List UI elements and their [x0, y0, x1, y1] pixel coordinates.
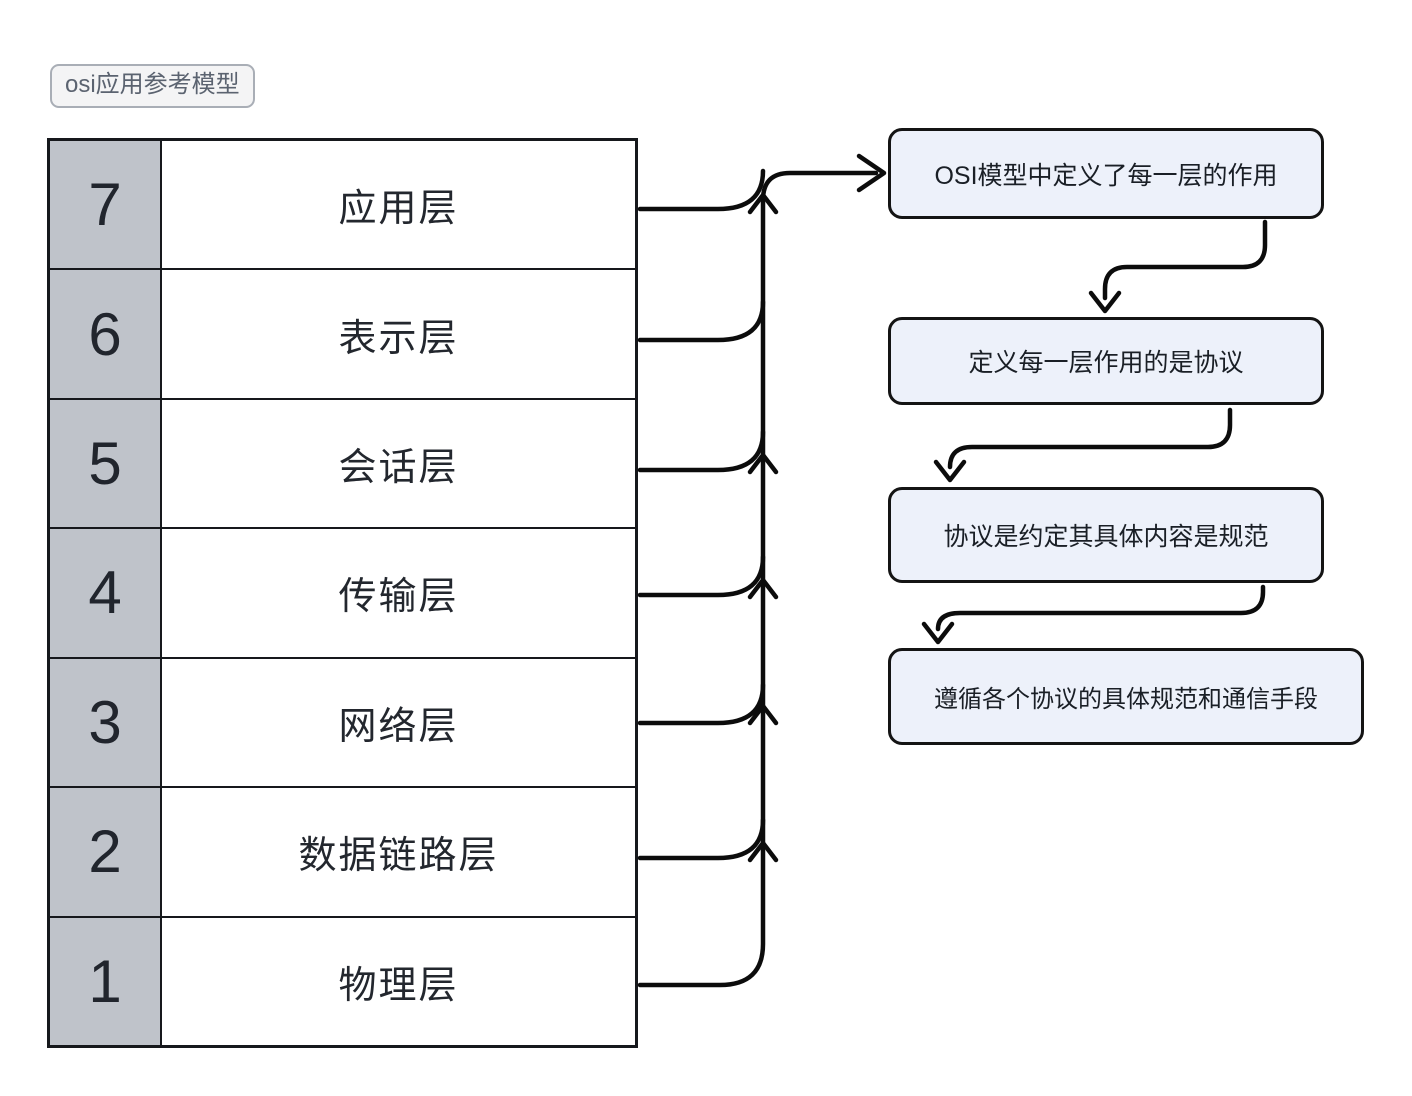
merge-stub-layer7: [637, 168, 766, 212]
layer-number: 7: [50, 141, 162, 269]
layer-number: 4: [50, 529, 162, 657]
layer-number: 2: [50, 788, 162, 916]
flow-box-layer-roles: OSI模型中定义了每一层的作用: [888, 128, 1324, 219]
layer-number: 6: [50, 270, 162, 398]
layer-name: 传输层: [338, 576, 459, 619]
merge-stub-layer5: [637, 429, 766, 473]
layer-name: 物理层: [338, 964, 459, 1007]
arrowhead-up-icon: [747, 703, 779, 726]
layer-number: 5: [50, 399, 162, 528]
arrowhead-up-icon: [747, 577, 779, 600]
table-row-layer5: 5 会话层: [50, 397, 635, 528]
trunk-arrow-line: [637, 170, 879, 988]
layer-name: 数据链路层: [298, 835, 499, 878]
table-row-layer2: 2 数据链路层: [50, 786, 635, 916]
arrowhead-up-icon: [747, 192, 779, 215]
layer-number: 1: [50, 917, 162, 1045]
layer-name: 表示层: [338, 317, 459, 360]
table-row-layer3: 3 网络层: [50, 656, 635, 787]
arrowhead-down-icon: [921, 621, 955, 645]
table-row-layer4: 4 传输层: [50, 527, 635, 657]
connector-box2-box3: [947, 407, 1233, 470]
osi-layer-table: 7 应用层 6 表示层 5 会话层 4 传输层 3 网络层 2 数据链路层 1 …: [47, 138, 638, 1048]
merge-stub-layer3: [637, 682, 766, 726]
layer-name: 应用层: [338, 188, 459, 231]
flow-box-protocol-defines: 定义每一层作用的是协议: [888, 317, 1324, 405]
table-row-layer6: 6 表示层: [50, 268, 635, 398]
arrowhead-up-icon: [747, 840, 779, 863]
layer-name: 网络层: [338, 705, 459, 748]
connector-box1-box2: [1102, 219, 1268, 301]
merge-stub-layer4: [637, 554, 766, 598]
table-row-layer7: 7 应用层: [50, 141, 635, 269]
arrowhead-down-icon: [1088, 290, 1122, 314]
arrowhead-down-icon: [933, 459, 967, 483]
flow-box-protocol-spec: 协议是约定其具体内容是规范: [888, 487, 1324, 583]
table-row-layer1: 1 物理层: [50, 915, 635, 1045]
layer-name: 会话层: [338, 447, 459, 490]
title-badge: osi应用参考模型: [50, 64, 255, 108]
merge-stub-layer6: [637, 299, 766, 343]
arrowhead-right-icon: [856, 153, 887, 193]
arrowhead-up-icon: [747, 452, 779, 475]
merge-stub-layer2: [637, 817, 766, 861]
layer-number: 3: [50, 658, 162, 787]
connector-box3-box4: [935, 584, 1266, 632]
flow-box-follow-specs: 遵循各个协议的具体规范和通信手段: [888, 648, 1364, 745]
